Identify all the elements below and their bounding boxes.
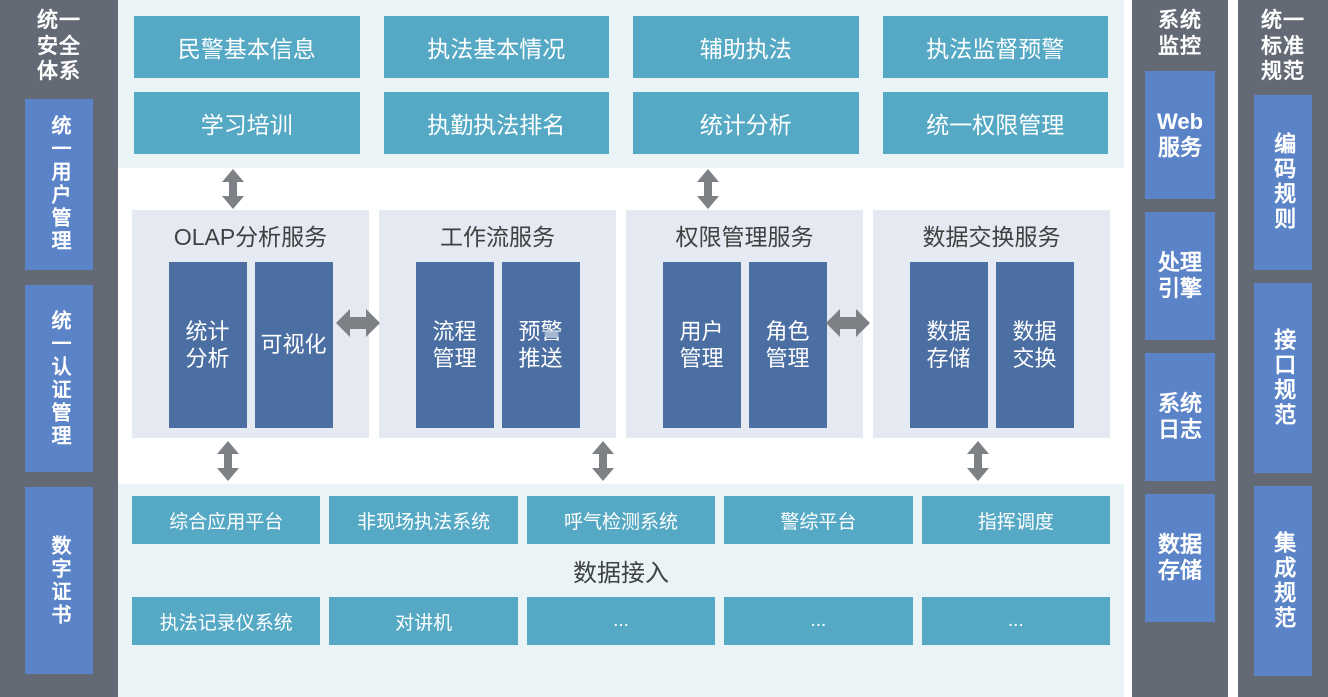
data-box-law-enforcement-recorder-system[interactable]: 执法记录仪系统 xyxy=(132,597,321,645)
data-box-more-1[interactable]: ... xyxy=(526,597,716,645)
data-box-more-2[interactable]: ... xyxy=(724,597,913,645)
sidebar-item-label: 统一用户管理 xyxy=(48,115,70,254)
data-box-integrated-application-platform[interactable]: 综合应用平台 xyxy=(132,496,321,544)
service-panel-title: OLAP分析服务 xyxy=(173,224,328,250)
sidebar-item-integration-spec[interactable]: 集成规范 xyxy=(1254,485,1312,676)
standard-spec-title: 统一 标准 规范 xyxy=(1261,9,1305,84)
sidebar-item-unified-user-management[interactable]: 统一用户管理 xyxy=(25,98,93,271)
data-box-more-3[interactable]: ... xyxy=(921,597,1111,645)
data-box-breath-test-system[interactable]: 呼气检测系统 xyxy=(526,496,716,544)
sidebar-item-coding-rules[interactable]: 编码规则 xyxy=(1254,94,1312,270)
vertical-double-arrow-icon xyxy=(592,441,614,481)
service-panel-data-exchange: 数据交换服务 数据 存储 数据 交换 xyxy=(873,210,1110,438)
standard-spec-sidebar: 统一 标准 规范 编码规则 接口规范 集成规范 xyxy=(1238,0,1328,697)
sidebar-item-interface-spec[interactable]: 接口规范 xyxy=(1254,282,1312,473)
sidebar-item-label: 统一认证管理 xyxy=(48,309,70,448)
service-box-data-storage[interactable]: 数据 存储 xyxy=(909,262,988,428)
data-row-2: 执法记录仪系统 对讲机 ... ... ... xyxy=(132,597,1111,645)
service-panel-boxes: 流程 管理 预警 推送 xyxy=(379,262,616,428)
left-security-title: 统一 安全 体系 xyxy=(37,9,81,84)
horizontal-double-arrow-icon xyxy=(826,309,870,337)
app-box-learning-training[interactable]: 学习培训 xyxy=(134,92,360,154)
application-row-2: 学习培训 执勤执法排名 统计分析 统一权限管理 xyxy=(134,92,1108,154)
service-panel-title: 数据交换服务 xyxy=(922,224,1061,250)
service-panel-workflow: 工作流服务 流程 管理 预警 推送 xyxy=(379,210,616,438)
data-box-command-dispatch[interactable]: 指挥调度 xyxy=(921,496,1111,544)
service-box-statistical-analysis[interactable]: 统计 分析 xyxy=(168,262,247,428)
app-box-police-basic-info[interactable]: 民警基本信息 xyxy=(134,16,360,78)
app-box-enforcement-supervision-alert[interactable]: 执法监督预警 xyxy=(882,16,1108,78)
vertical-double-arrow-icon xyxy=(222,169,244,209)
system-monitor-sidebar: 系统 监控 Web 服务 处理 引擎 系统 日志 数据 存储 xyxy=(1132,0,1228,697)
service-box-user-management[interactable]: 用户 管理 xyxy=(662,262,741,428)
sidebar-item-processing-engine[interactable]: 处理 引擎 xyxy=(1145,212,1215,341)
left-security-sidebar: 统一 安全 体系 统一用户管理 统一认证管理 数字证书 xyxy=(0,0,118,697)
sidebar-item-web-service[interactable]: Web 服务 xyxy=(1145,71,1215,200)
application-row-1: 民警基本信息 执法基本情况 辅助执法 执法监督预警 xyxy=(134,16,1108,78)
sidebar-item-label: 编码规则 xyxy=(1271,132,1297,233)
vertical-double-arrow-icon xyxy=(697,169,719,209)
data-row-1: 综合应用平台 非现场执法系统 呼气检测系统 警综平台 指挥调度 xyxy=(132,496,1111,544)
sidebar-item-unified-auth-management[interactable]: 统一认证管理 xyxy=(25,285,93,473)
service-box-process-management[interactable]: 流程 管理 xyxy=(415,262,494,428)
center-stack: 民警基本信息 执法基本情况 辅助执法 执法监督预警 学习培训 执勤执法排名 统计… xyxy=(118,0,1124,697)
data-access-label: 数据接入 xyxy=(573,560,669,587)
service-box-data-exchange[interactable]: 数据 交换 xyxy=(995,262,1074,428)
app-box-assisted-enforcement[interactable]: 辅助执法 xyxy=(633,16,859,78)
app-box-duty-enforcement-ranking[interactable]: 执勤执法排名 xyxy=(383,92,609,154)
sidebar-item-digital-certificate[interactable]: 数字证书 xyxy=(25,487,93,674)
sidebar-item-label: 接口规范 xyxy=(1271,327,1297,428)
service-box-role-management[interactable]: 角色 管理 xyxy=(748,262,827,428)
service-panel-olap: OLAP分析服务 统计 分析 可视化 xyxy=(132,210,369,438)
data-box-offsite-enforcement-system[interactable]: 非现场执法系统 xyxy=(329,496,518,544)
data-box-police-integrated-platform[interactable]: 警综平台 xyxy=(724,496,913,544)
app-box-enforcement-basics[interactable]: 执法基本情况 xyxy=(383,16,609,78)
service-box-alert-push[interactable]: 预警 推送 xyxy=(501,262,580,428)
service-panel-boxes: 数据 存储 数据 交换 xyxy=(873,262,1110,428)
service-panel-boxes: 用户 管理 角色 管理 xyxy=(626,262,863,428)
data-access-layer: 综合应用平台 非现场执法系统 呼气检测系统 警综平台 指挥调度 数据接入 执法记… xyxy=(118,484,1124,697)
service-panel-boxes: 统计 分析 可视化 xyxy=(132,262,369,428)
service-box-visualization[interactable]: 可视化 xyxy=(254,262,333,428)
horizontal-double-arrow-icon xyxy=(336,309,380,337)
sidebar-item-label: 数字证书 xyxy=(48,534,70,627)
service-panel-title: 权限管理服务 xyxy=(675,224,814,250)
service-panel-permission: 权限管理服务 用户 管理 角色 管理 xyxy=(626,210,863,438)
application-layer: 民警基本信息 执法基本情况 辅助执法 执法监督预警 学习培训 执勤执法排名 统计… xyxy=(118,0,1124,168)
service-layer: OLAP分析服务 统计 分析 可视化 工作流服务 流程 管理 预警 推送 权限管… xyxy=(118,210,1124,438)
app-box-statistical-analysis[interactable]: 统计分析 xyxy=(633,92,859,154)
system-monitor-title: 系统 监控 xyxy=(1158,9,1202,58)
vertical-double-arrow-icon xyxy=(217,441,239,481)
sidebar-item-label: 集成规范 xyxy=(1271,530,1297,631)
arrow-band-service-to-data xyxy=(118,438,1124,484)
sidebar-item-system-log[interactable]: 系统 日志 xyxy=(1145,353,1215,482)
service-panel-title: 工作流服务 xyxy=(440,224,555,250)
sidebar-item-data-storage[interactable]: 数据 存储 xyxy=(1145,494,1215,623)
data-box-intercom[interactable]: 对讲机 xyxy=(329,597,518,645)
app-box-unified-permission-management[interactable]: 统一权限管理 xyxy=(882,92,1108,154)
vertical-double-arrow-icon xyxy=(967,441,989,481)
arrow-band-app-to-service xyxy=(118,168,1124,210)
